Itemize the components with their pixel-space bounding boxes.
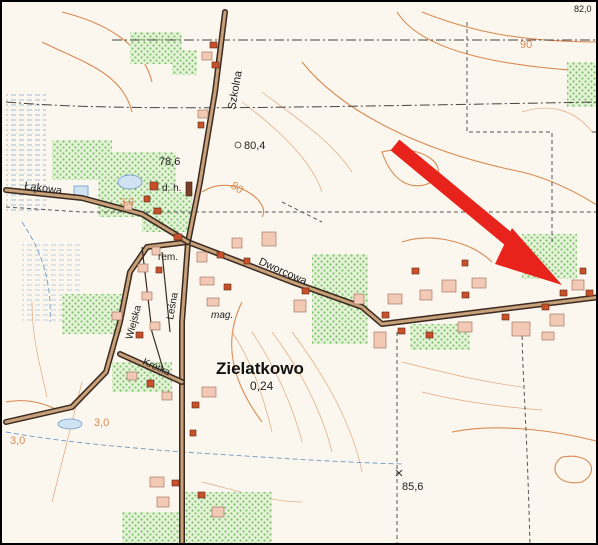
contour-90-label: 90 (520, 39, 532, 51)
street-label-lakowa: Łąkowa (24, 180, 64, 197)
roads (3, 9, 596, 543)
place-label-rem: rem. (158, 252, 178, 263)
direction-arrow (390, 139, 562, 285)
linear-features (5, 22, 596, 543)
corner-elevation-label: 82,0 (574, 4, 592, 14)
contour-80-label: 80 (228, 180, 245, 197)
vegetation-areas (52, 32, 596, 543)
village-subtitle: 0,24 (250, 379, 274, 393)
buildings (111, 41, 594, 518)
contour-3-0-label-a: 3,0 (120, 197, 134, 208)
spot-height-85-6: 85,6 (402, 481, 423, 493)
spot-height-78-6: 78,6 (159, 156, 180, 168)
triangulation-cross (395, 469, 403, 477)
contour-3-0-label-b: 3,0 (94, 417, 109, 429)
place-label-mag: mag. (211, 310, 233, 321)
spot-height-80-4: 80,4 (244, 140, 265, 152)
contour-3-0-label-c: 3,0 (10, 435, 25, 447)
place-label-dh: d. h. (162, 183, 181, 194)
street-label-lesna: Leśna (165, 291, 181, 320)
village-name: Zielatkowo (216, 359, 304, 378)
spot-height-marker (234, 141, 242, 149)
street-label-szkolna: Szkolna (226, 69, 245, 110)
